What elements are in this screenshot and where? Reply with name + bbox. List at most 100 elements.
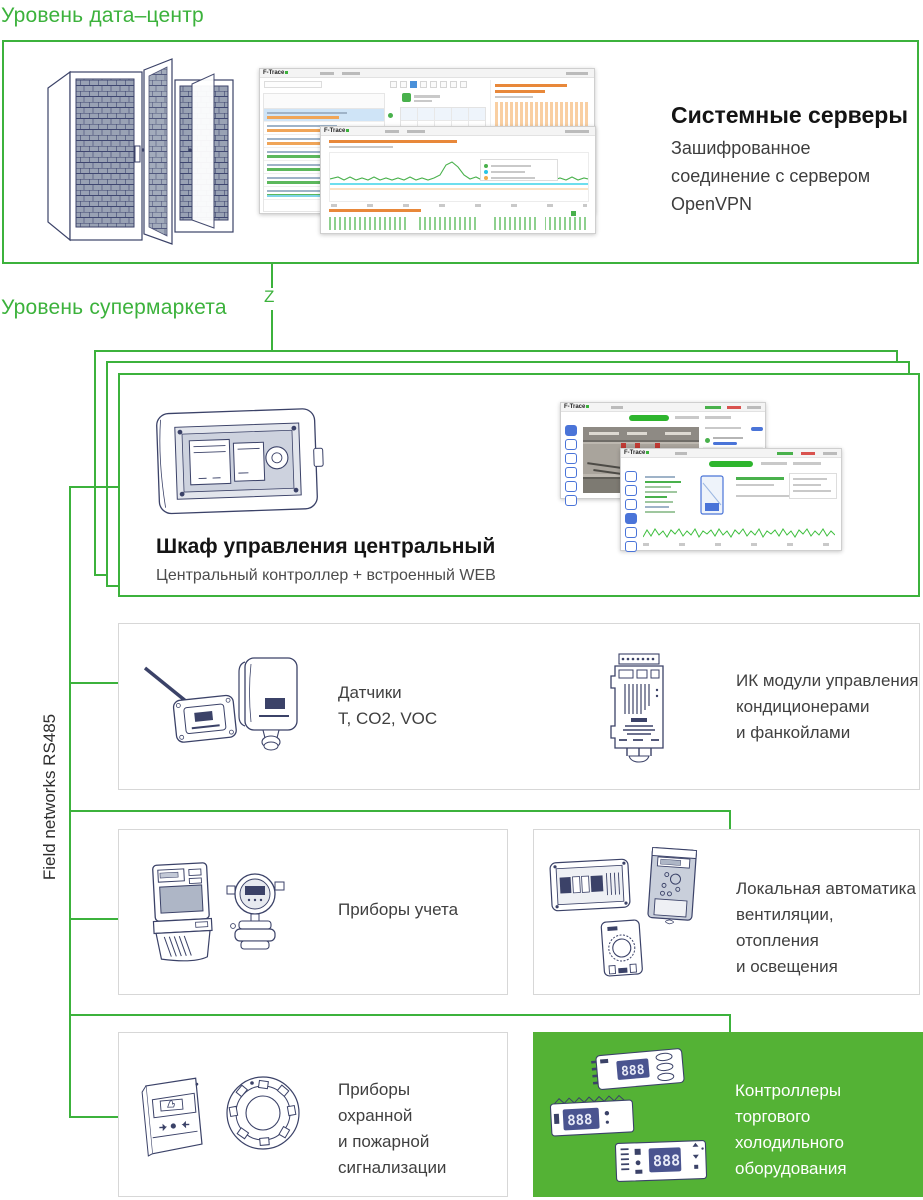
device-tree <box>645 473 687 516</box>
window-titlebar: F-Trace <box>621 449 841 458</box>
window-titlebar: F-Trace <box>260 69 594 78</box>
fridge-controller-2: 888 <box>549 1094 635 1137</box>
tab-dash <box>761 462 787 465</box>
local-automation-label: Локальная автоматика вентиляции, отоплен… <box>736 876 919 980</box>
svg-text:888: 888 <box>621 1063 646 1080</box>
bus-drop-refrigeration <box>729 1014 731 1034</box>
label-line: и фанкойлами <box>736 723 851 742</box>
tab-dash <box>675 416 699 419</box>
brand-logo: F-Trace <box>564 404 589 410</box>
bus-branch-local-automation <box>70 810 731 812</box>
fire-call-point-illustration <box>141 1077 203 1157</box>
bus-vertical-line <box>69 486 71 1118</box>
alarm-label: Приборы охранной и пожарной сигнализации <box>338 1077 446 1181</box>
label-line: и пожарной <box>338 1132 430 1151</box>
monitoring-window-2: F-Trace <box>320 126 596 234</box>
svg-text:888: 888 <box>567 1112 593 1129</box>
strip-gap <box>539 217 545 230</box>
fridge-icon <box>700 475 724 515</box>
svg-text:888: 888 <box>653 1151 681 1170</box>
vpn-connector-line-bottom <box>271 310 273 373</box>
menu-dash <box>611 406 623 409</box>
object-link-dash <box>329 140 457 143</box>
on-off-strip-chart <box>329 217 589 230</box>
menu-dash <box>320 72 334 75</box>
strip-gap <box>477 217 491 230</box>
label-line: вентиляции, отопления <box>736 905 834 950</box>
calendar-icon <box>402 93 411 102</box>
ir-module-illustration <box>610 653 664 763</box>
datacenter-level-heading: Уровень дата–центр <box>1 4 204 27</box>
line-break-symbol: Z <box>264 287 275 306</box>
control-cabinet-illustration <box>156 408 324 515</box>
brand-logo: F-Trace <box>263 70 288 76</box>
brand-logo: F-Trace <box>624 450 649 456</box>
menu-dash <box>407 130 425 133</box>
datacenter-title: Системные серверы <box>671 102 908 128</box>
menu-dash <box>565 130 589 133</box>
bus-branch-alarm <box>70 1116 120 1118</box>
menu-dash-red <box>801 452 815 455</box>
flow-meter-illustration <box>226 873 285 950</box>
setpoint-list <box>789 473 837 499</box>
link-dash-green <box>736 477 784 480</box>
brand-logo: F-Trace <box>324 128 349 134</box>
tab-dash <box>793 462 821 465</box>
menu-dash-red <box>727 406 741 409</box>
server-racks-illustration <box>47 58 234 245</box>
window-titlebar: F-Trace <box>321 127 595 136</box>
sensors-label: Датчики Т, CO2, VOC <box>338 680 437 732</box>
bus-top-link <box>70 486 120 488</box>
frequency-drive-illustration <box>647 846 698 925</box>
text-dash <box>736 484 774 486</box>
active-tab-pill <box>709 461 753 467</box>
label-line: Датчики <box>338 683 402 702</box>
menu-dash <box>675 452 687 455</box>
label-line: Т, CO2, VOC <box>338 709 438 728</box>
status-row <box>703 434 763 448</box>
metering-label: Приборы учета <box>338 897 458 923</box>
x-axis-labels <box>643 543 835 546</box>
local-automation-box: Локальная автоматика вентиляции, отоплен… <box>533 829 920 995</box>
desc-line: OpenVPN <box>671 194 753 214</box>
label-line: торгового холодильного <box>735 1107 844 1152</box>
green-spiky-chart <box>643 528 835 538</box>
duct-sensor-illustration <box>143 666 237 743</box>
search-input <box>264 81 322 88</box>
sidebar-icons <box>564 425 580 509</box>
fridge-controller-3: 888 <box>614 1139 708 1183</box>
webui-window-2: F-Trace <box>620 448 842 552</box>
barcode-legend-swatch <box>571 211 576 216</box>
metering-box: Приборы учета <box>118 829 508 995</box>
bus-branch-refrigeration <box>70 1014 731 1016</box>
sensors-box: Датчики Т, CO2, VOC ИК модули <box>118 623 920 790</box>
label-line: кондиционерами <box>736 697 870 716</box>
menu-dash <box>566 72 588 75</box>
bus-branch-sensors <box>70 682 120 684</box>
x-axis-labels <box>331 204 587 207</box>
wall-sensor-illustration <box>238 657 298 751</box>
window-titlebar: F-Trace <box>561 403 765 412</box>
menu-dash-green <box>777 452 793 455</box>
temperature-line-chart <box>329 152 589 202</box>
datacenter-description: Зашифрованное соединение с сервером Open… <box>671 134 870 218</box>
refrigeration-box: 888 888 <box>533 1032 923 1197</box>
ir-modules-label: ИК модули управления кондиционерами и фа… <box>736 668 919 746</box>
desc-line: Зашифрованное <box>671 138 811 158</box>
table-header <box>264 94 384 109</box>
alarm-box: Приборы охранной и пожарной сигнализации <box>118 1032 508 1197</box>
orange-bar-chart <box>495 102 589 126</box>
label-line: Контроллеры <box>735 1081 842 1100</box>
menu-dash <box>823 452 837 455</box>
refrigeration-label: Контроллеры торгового холодильного обору… <box>735 1078 923 1182</box>
thermostat-illustration <box>600 919 643 977</box>
menu-dash <box>385 130 399 133</box>
smoke-detector-illustration <box>226 1076 300 1150</box>
label-line: Локальная автоматика <box>736 879 916 898</box>
label-line: охранной <box>338 1106 413 1125</box>
vpn-connector-line-top <box>271 264 273 288</box>
label-line: Приборы <box>338 1080 411 1099</box>
menu-dash-green <box>705 406 721 409</box>
strip-gap <box>407 217 416 230</box>
datacenter-box: F-Trace <box>2 40 919 264</box>
